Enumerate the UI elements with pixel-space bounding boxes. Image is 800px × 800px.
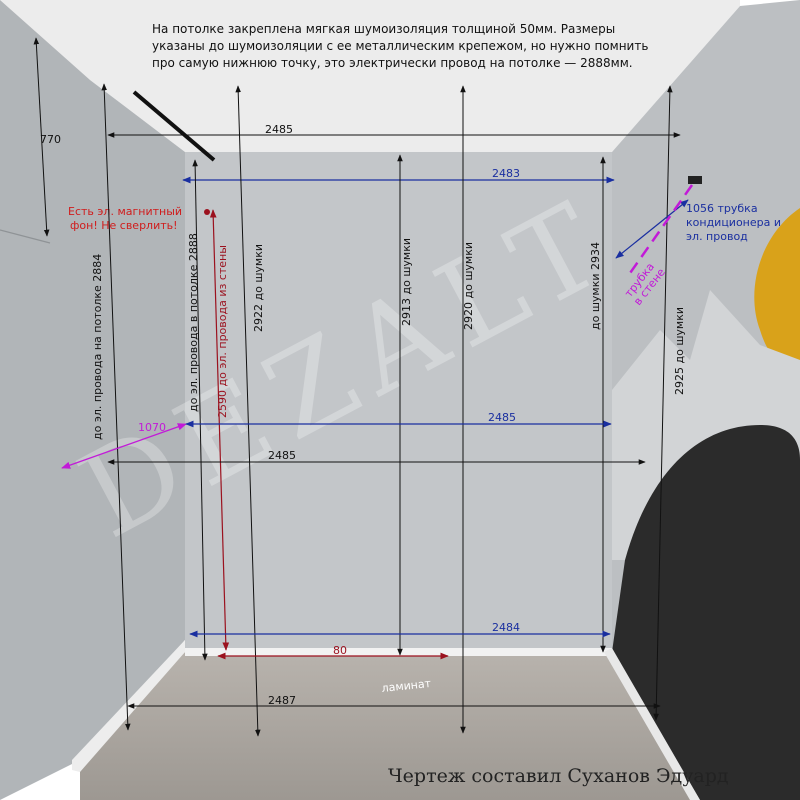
dim-left-depth-line	[61, 423, 187, 469]
dim-wire-height-label: 2590 до эл. провода из стены	[216, 245, 229, 418]
author-signature: Чертеж составил Суханов Эдуард	[388, 765, 729, 787]
warning-line2: фон! Не сверлить!	[70, 219, 178, 232]
dim-floor-front-label: 2487	[268, 694, 296, 707]
dim-inner-left-line	[192, 159, 208, 661]
dim-770-label: 770	[40, 133, 61, 146]
wire-outlet-dot	[204, 209, 210, 215]
ceiling	[0, 0, 740, 152]
dim-front-mid-label: 2485	[268, 449, 296, 462]
baseboard-back	[185, 648, 612, 656]
top-note-line3: про самую нижнюю точку, это электрически…	[152, 56, 633, 70]
dim-inner-left-label: до эл. провода в потолке 2888	[187, 233, 200, 412]
dim-2925-label: 2925 до шумки	[673, 307, 686, 395]
dim-770-line	[33, 37, 50, 237]
dim-ceiling-width-label: 2485	[265, 123, 293, 136]
top-note-line2: указаны до шумоизоляции с ее металлическ…	[152, 39, 648, 53]
dim-2920-label: 2920 до шумки	[462, 242, 475, 330]
dim-back-top-label: 2483	[492, 167, 520, 180]
dim-2922-line	[235, 85, 261, 737]
dim-floor-gap-label: 80	[333, 644, 347, 657]
ac-label-line3: эл. провод	[686, 230, 748, 243]
ac-outlet	[688, 176, 702, 184]
dim-back-bottom-label: 2484	[492, 621, 520, 634]
dim-back-mid-label: 2485	[488, 411, 516, 424]
dim-2925-line	[653, 85, 673, 721]
mustard-circle	[754, 208, 800, 378]
dim-left-height-line	[101, 83, 131, 731]
baseboard-right	[604, 648, 700, 800]
dim-2913-label: 2913 до шумки	[400, 238, 413, 326]
dim-2934-label: до шумки 2934	[589, 242, 602, 330]
dim-2922-label: 2922 до шумки	[252, 244, 265, 332]
top-note-line1: На потолке закреплена мягкая шумоизоляци…	[152, 22, 615, 36]
floor	[80, 652, 700, 800]
ac-label-line1: 1056 трубка	[686, 202, 758, 215]
ac-label-line2: кондиционера и	[686, 216, 781, 229]
dim-wire-height-line	[209, 209, 230, 651]
ceiling-wire	[132, 90, 216, 162]
dim-left-depth-label: 1070	[138, 421, 166, 434]
floor-label: ламинат	[381, 677, 432, 695]
left-wall-niche	[0, 229, 51, 244]
dim-left-height-label: до эл. провода на потолке 2884	[91, 254, 104, 440]
warning-line1: Есть эл. магнитный	[68, 205, 182, 218]
